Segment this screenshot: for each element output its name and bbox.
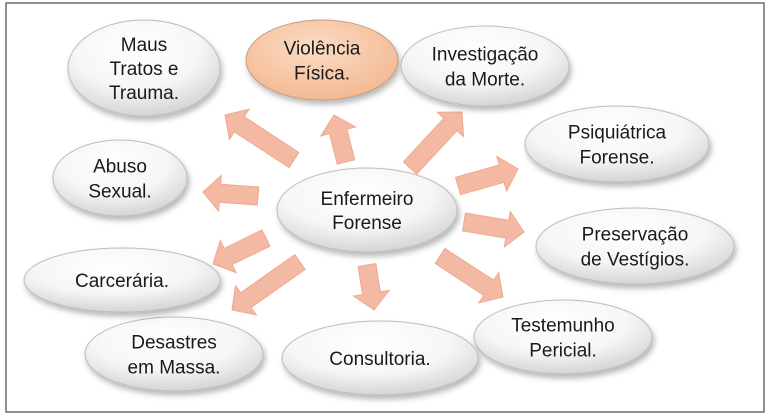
- node-psiquiatrica-label-line: Psiquiátrica: [568, 123, 667, 144]
- node-consultoria: Consultoria.: [281, 320, 479, 396]
- node-maus-tratos-label-line: Maus: [121, 35, 167, 56]
- node-violencia-label-line: Violência: [284, 39, 361, 60]
- arrow-to-investigacao: [402, 111, 465, 175]
- node-carceraria: Carcerária.: [23, 247, 221, 313]
- node-investigacao-ellipse: [400, 25, 570, 107]
- node-psiquiatrica-label-line: Forense.: [580, 148, 655, 169]
- node-psiquiatrica-ellipse: [524, 105, 710, 183]
- arrow-group: [202, 108, 525, 316]
- arrow-to-preservacao: [461, 210, 525, 249]
- node-maus-tratos-label-line: Trauma.: [109, 83, 179, 104]
- arrow-to-abuso: [202, 174, 260, 213]
- arrow-to-consultoria: [352, 263, 391, 311]
- arrow-to-desastres: [231, 253, 306, 316]
- node-violencia-label-line: Física.: [294, 64, 350, 85]
- node-carceraria-label-line: Carcerária.: [75, 271, 169, 292]
- node-preservacao-ellipse: [535, 207, 735, 285]
- node-preservacao: Preservação de Vestígios.: [535, 207, 735, 285]
- center-node-label-line: Enfermeiro: [321, 189, 414, 210]
- center-node-label-line: Forense: [332, 213, 402, 234]
- node-investigacao-label-line: da Morte.: [445, 70, 525, 91]
- node-consultoria-ellipse: [281, 320, 479, 396]
- node-maus-tratos-label-line: Tratos e: [110, 59, 179, 80]
- node-abuso-label-line: Abuso: [93, 157, 147, 178]
- arrow-to-maus-tratos: [224, 108, 300, 169]
- node-testemunho-ellipse: [473, 299, 653, 375]
- node-abuso-label-line: Sexual.: [88, 182, 151, 203]
- arrow-to-testemunho: [434, 247, 504, 304]
- node-investigacao-label-line: Investigação: [432, 45, 539, 66]
- node-testemunho-label-line: Pericial.: [529, 341, 597, 362]
- node-desastres: Desastres em Massa.: [84, 316, 264, 392]
- arrow-to-psiquiatrica: [454, 155, 519, 196]
- node-preservacao-label-line: Preservação: [582, 225, 689, 246]
- arrow-to-violencia: [319, 114, 357, 165]
- node-preservacao-label-line: de Vestígios.: [581, 250, 690, 271]
- node-carceraria-ellipse: [23, 247, 221, 313]
- node-desastres-ellipse: [84, 316, 264, 392]
- node-desastres-label-line: Desastres: [131, 333, 217, 354]
- node-testemunho-label-line: Testemunho: [511, 316, 615, 337]
- node-investigacao: Investigação da Morte.: [400, 25, 570, 107]
- node-violencia-ellipse: [245, 19, 399, 101]
- node-abuso-ellipse: [52, 139, 188, 217]
- node-desastres-label-line: em Massa.: [128, 358, 221, 379]
- node-consultoria-label-line: Consultoria.: [329, 349, 430, 370]
- center-node-ellipse: [276, 167, 458, 253]
- arrow-to-carceraria: [212, 229, 271, 274]
- node-maus-tratos-ellipse: [67, 19, 221, 117]
